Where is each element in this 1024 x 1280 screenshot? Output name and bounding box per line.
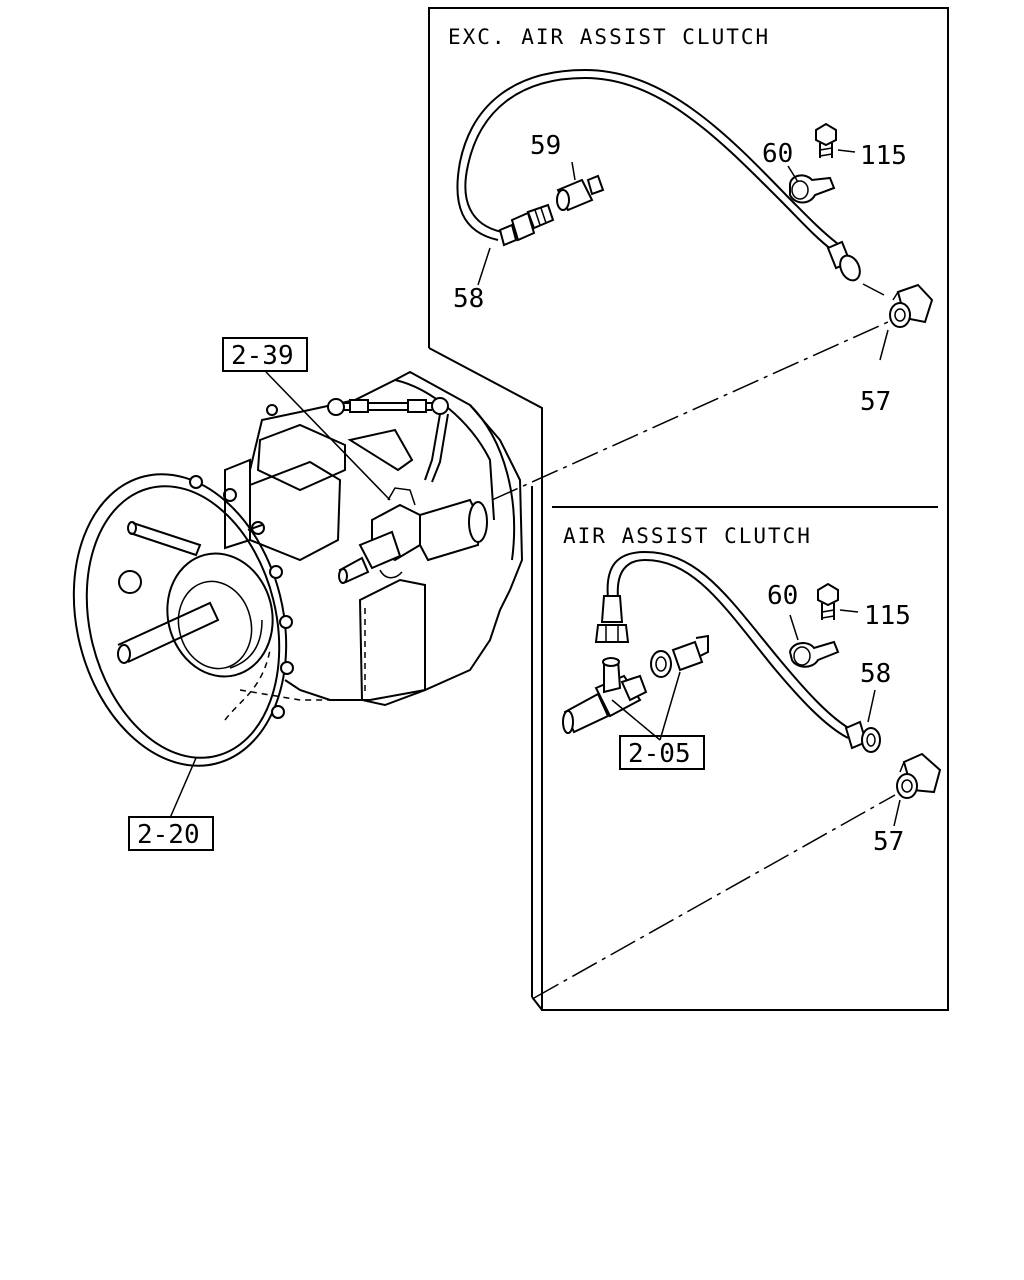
union-59	[556, 174, 605, 212]
transmission-assembly	[72, 370, 524, 767]
ref-label-2-20: 2-20	[137, 820, 200, 850]
callout-58-upper: 58	[453, 284, 484, 314]
elbow-57-upper	[889, 283, 934, 328]
callout-57-upper: 57	[860, 387, 891, 417]
callout-60-upper: 60	[762, 139, 793, 169]
lower-panel-title: AIR ASSIST CLUTCH	[563, 524, 812, 548]
air-valve-assembly	[338, 487, 488, 584]
ref-box-2-39[interactable]: 2-39	[222, 337, 308, 372]
callout-57-lower: 57	[873, 827, 904, 857]
bolt-115-upper	[815, 122, 837, 158]
hose-nut-end	[594, 595, 630, 643]
tee-fitting	[562, 657, 648, 734]
callout-60-lower: 60	[767, 581, 798, 611]
ref-box-2-20[interactable]: 2-20	[128, 816, 214, 851]
lower-air-hose	[606, 550, 853, 731]
callout-58-lower: 58	[860, 659, 891, 689]
lower-panel-parts	[533, 550, 942, 999]
shift-linkage	[327, 397, 449, 483]
ref-label-2-05: 2-05	[628, 739, 691, 769]
adapter-fitting	[650, 634, 709, 678]
ref-label-2-39: 2-39	[231, 341, 294, 371]
upper-panel-title: EXC. AIR ASSIST CLUTCH	[448, 25, 770, 49]
hose-fitting-58-lower	[844, 720, 881, 753]
bolt-115-lower	[817, 582, 839, 620]
clip-60-lower	[788, 640, 840, 668]
hose-end-fitting-58	[498, 203, 555, 247]
callout-59: 59	[530, 131, 561, 161]
upper-air-hose	[464, 76, 833, 251]
leader-2-20	[169, 757, 197, 819]
elbow-57-lower	[896, 752, 942, 799]
hose-swivel-fitting	[826, 240, 861, 282]
leader-2-39	[265, 371, 391, 501]
ref-box-2-05[interactable]: 2-05	[619, 735, 705, 770]
callout-115-lower: 115	[864, 601, 911, 631]
callout-115-upper: 115	[860, 141, 907, 171]
flange-bolts	[189, 475, 294, 719]
panel-frames	[428, 7, 949, 1011]
upper-panel-parts	[456, 68, 934, 501]
